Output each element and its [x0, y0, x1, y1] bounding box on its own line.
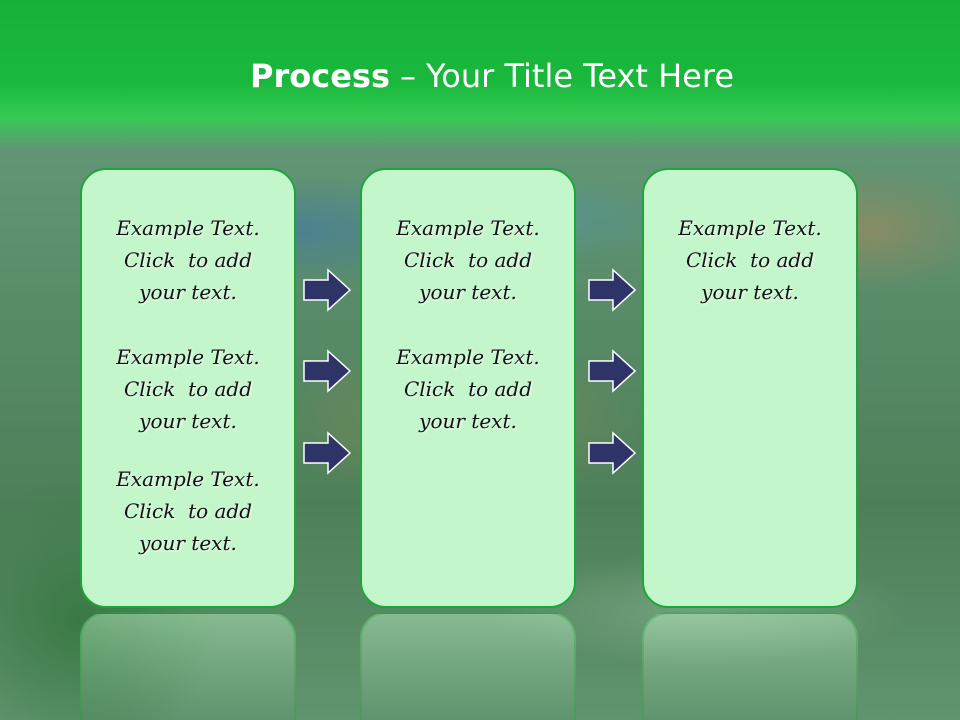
process-box-1-reflection — [80, 612, 296, 720]
title-bold: Process — [250, 57, 390, 95]
text-line: your text. — [419, 280, 517, 304]
text-line: Click to add — [685, 248, 815, 272]
text-line: Example Text. — [396, 345, 540, 369]
text-placeholder[interactable]: Example Text. Click to add your text. — [82, 463, 294, 559]
right-arrow-icon[interactable] — [302, 268, 352, 312]
text-line: Example Text. — [396, 216, 540, 240]
right-arrow-icon[interactable] — [587, 268, 637, 312]
text-line: Example Text. — [116, 467, 260, 491]
text-line: your text. — [419, 409, 517, 433]
right-arrow-icon[interactable] — [302, 431, 352, 475]
right-arrow-icon[interactable] — [302, 349, 352, 393]
title-separator: – — [399, 57, 416, 95]
text-placeholder[interactable]: Example Text. Click to add your text. — [82, 341, 294, 437]
text-placeholder[interactable]: Example Text. Click to add your text. — [362, 341, 574, 437]
process-box-2-reflection — [360, 612, 576, 720]
right-arrow-icon[interactable] — [587, 349, 637, 393]
text-line: Click to add — [123, 499, 253, 523]
right-arrow-icon[interactable] — [587, 431, 637, 475]
text-line: Click to add — [123, 248, 253, 272]
text-line: Click to add — [403, 377, 533, 401]
process-box-3[interactable]: Example Text. Click to add your text. — [642, 168, 858, 608]
text-placeholder[interactable]: Example Text. Click to add your text. — [362, 212, 574, 308]
text-line: your text. — [139, 280, 237, 304]
text-line: your text. — [701, 280, 799, 304]
text-line: Click to add — [403, 248, 533, 272]
process-box-3-reflection — [642, 612, 858, 720]
title-bar — [0, 0, 960, 150]
text-line: your text. — [139, 409, 237, 433]
text-placeholder[interactable]: Example Text. Click to add your text. — [82, 212, 294, 308]
text-line: Example Text. — [116, 216, 260, 240]
process-box-2[interactable]: Example Text. Click to add your text. Ex… — [360, 168, 576, 608]
text-line: Click to add — [123, 377, 253, 401]
text-line: your text. — [139, 531, 237, 555]
title-rest: Your Title Text Here — [425, 57, 734, 95]
text-line: Example Text. — [678, 216, 822, 240]
slide-title[interactable]: Process–Your Title Text Here — [0, 50, 960, 102]
text-line: Example Text. — [116, 345, 260, 369]
text-placeholder[interactable]: Example Text. Click to add your text. — [644, 212, 856, 308]
process-box-1[interactable]: Example Text. Click to add your text. Ex… — [80, 168, 296, 608]
